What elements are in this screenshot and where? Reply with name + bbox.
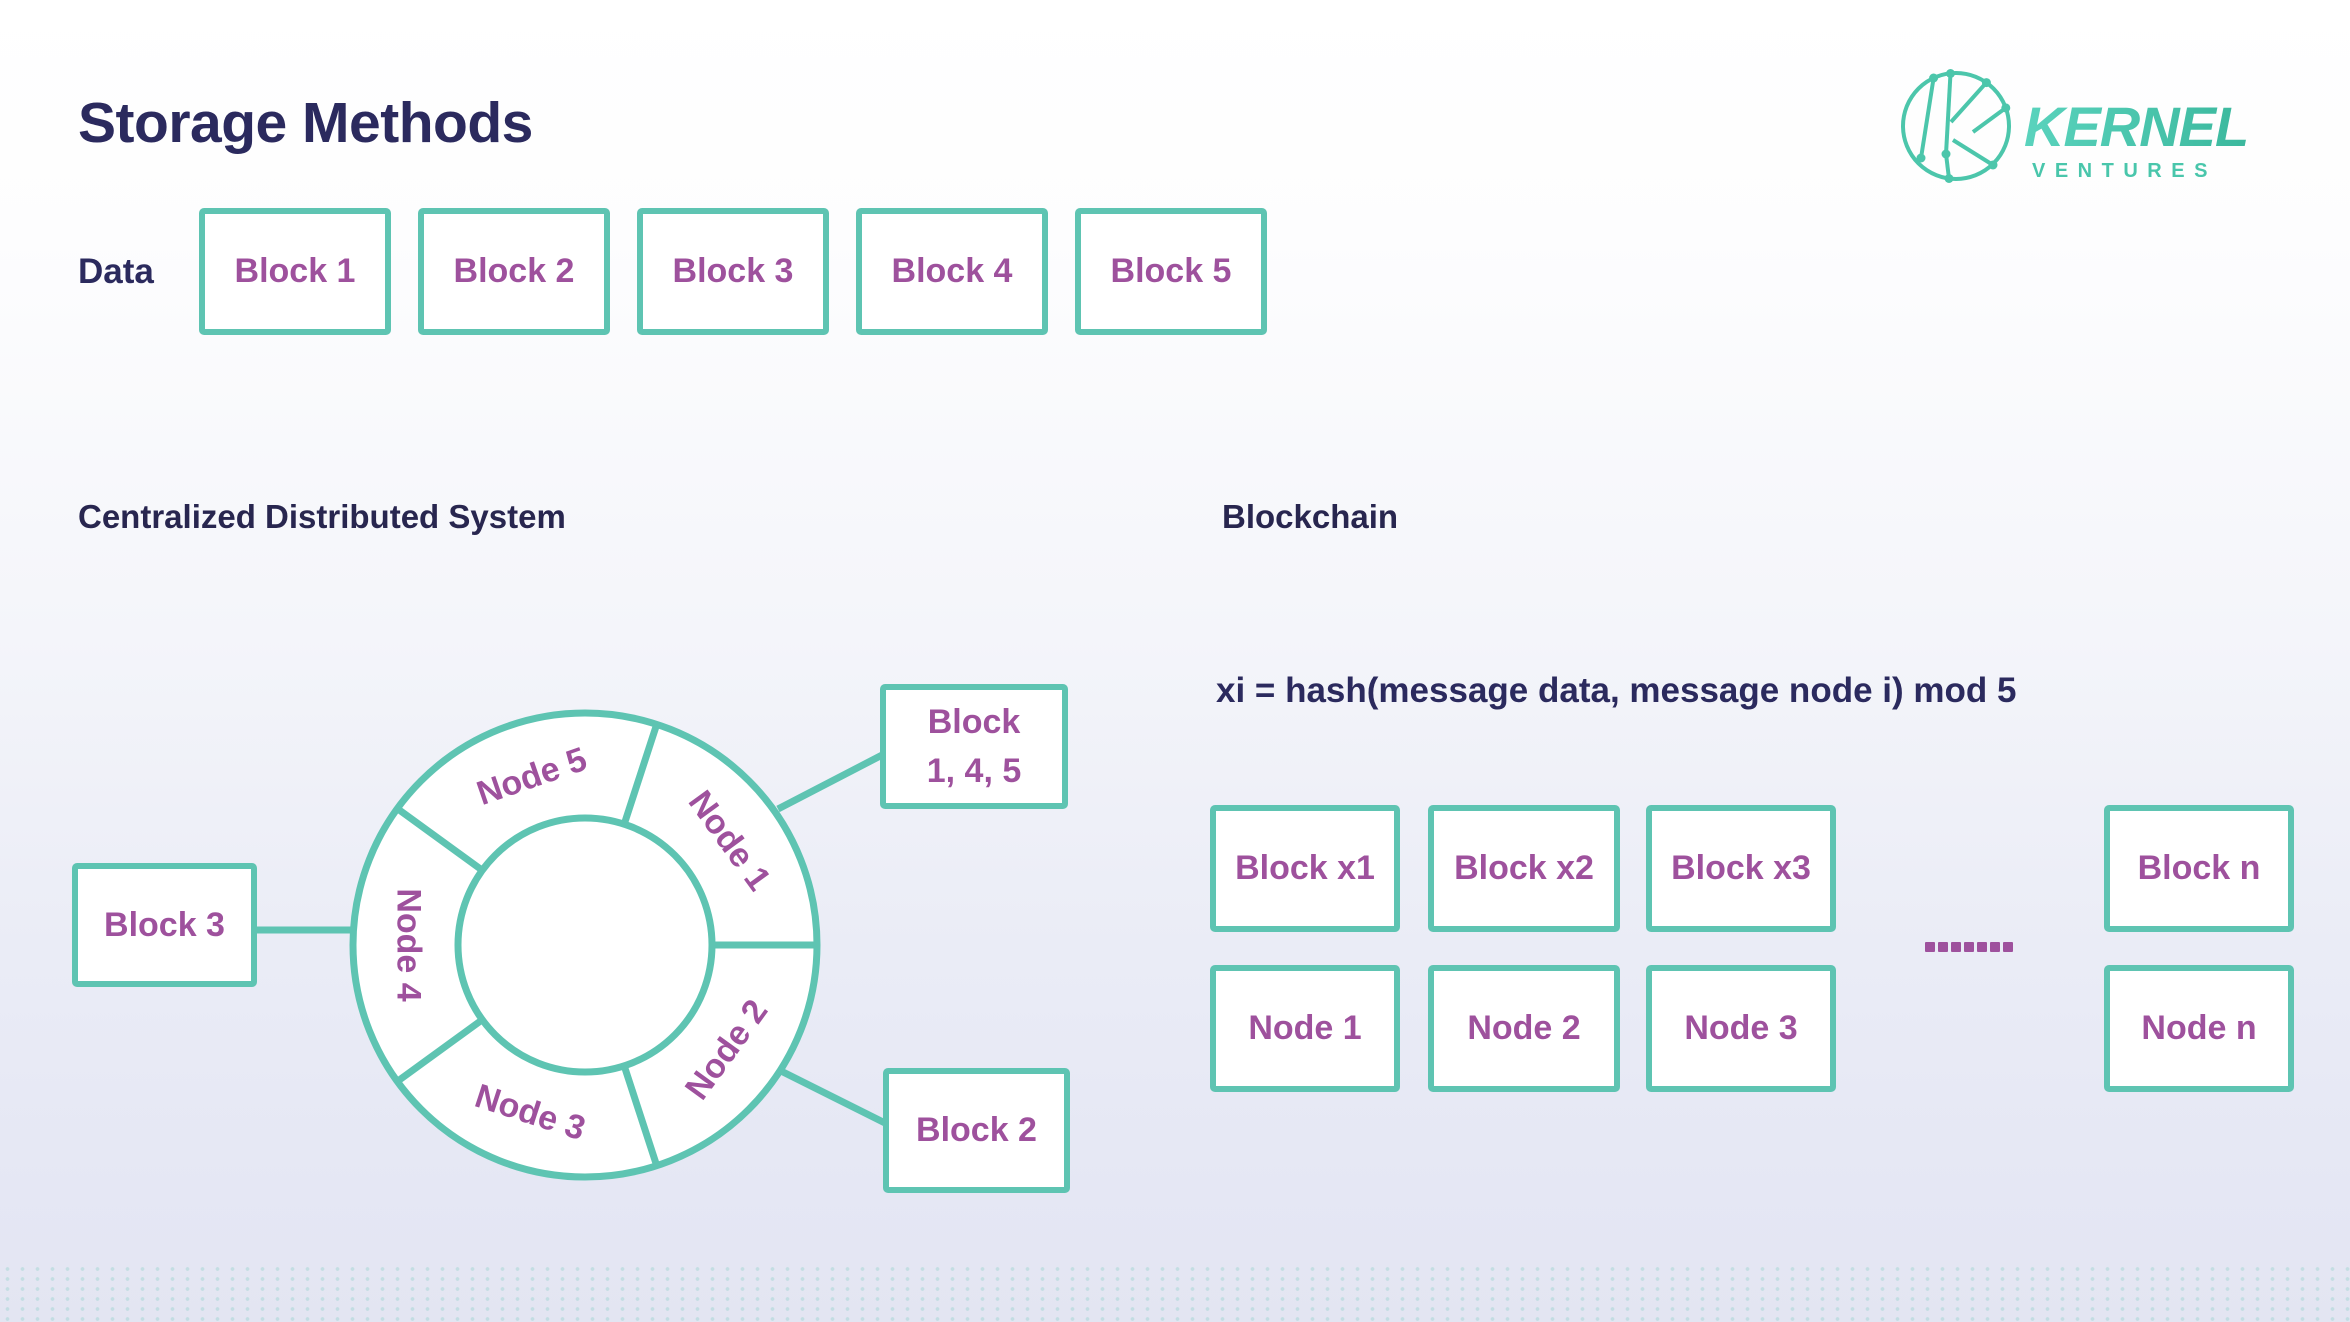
chain-block-x2-label: Block x2 (1454, 849, 1594, 888)
data-block-2-label: Block 2 (453, 252, 575, 291)
chain-block-n: Block n (2104, 805, 2294, 932)
page-title: Storage Methods (78, 91, 533, 155)
ring-divider-5 (620, 1064, 661, 1167)
data-block-3: Block 3 (637, 208, 829, 335)
ring-node-4-label: Node 4 (389, 888, 428, 1002)
connector-block2 (779, 1067, 889, 1128)
chain-node-1: Node 1 (1210, 965, 1400, 1092)
bottom-dot-texture (0, 1264, 2350, 1322)
data-row-label: Data (78, 251, 154, 291)
ring-block-3: Block 3 (72, 863, 257, 987)
chain-block-x3: Block x3 (1646, 805, 1836, 932)
kernel-logo-dots (1916, 69, 2011, 183)
kernel-logo-svg: KERNEL VENTURES (1901, 69, 2249, 183)
data-block-1: Block 1 (199, 208, 391, 335)
data-block-5: Block 5 (1075, 208, 1267, 335)
ring-block-145-line1: Block (927, 703, 1021, 742)
ring-block-2: Block 2 (883, 1068, 1070, 1193)
logo-sub-text: VENTURES (2032, 160, 2217, 182)
data-block-2: Block 2 (418, 208, 610, 335)
ring-block-3-label: Block 3 (104, 905, 225, 944)
ring-divider-4 (395, 1016, 485, 1085)
chain-node-2: Node 2 (1428, 965, 1620, 1092)
hash-formula: xi = hash(message data, message node i) … (1216, 671, 2017, 710)
data-block-1-label: Block 1 (234, 252, 356, 291)
chain-node-n: Node n (2104, 965, 2294, 1092)
ring-block-145: Block 1, 4, 5 (880, 684, 1068, 809)
ellipsis-dots (1925, 942, 2013, 952)
blockchain-heading: Blockchain (1222, 498, 1399, 535)
chain-node-3-label: Node 3 (1684, 1009, 1798, 1048)
logo-brand-text: KERNEL (2024, 95, 2248, 158)
chain-block-x1: Block x1 (1210, 805, 1400, 932)
kernel-logo-icon (1901, 71, 2011, 181)
data-block-3-label: Block 3 (672, 252, 794, 291)
ring-divider-2 (620, 723, 661, 826)
centralized-heading: Centralized Distributed System (78, 498, 566, 535)
ring-block-2-label: Block 2 (916, 1111, 1037, 1150)
chain-node-1-label: Node 1 (1248, 1009, 1362, 1048)
chain-block-x1-label: Block x1 (1235, 849, 1375, 888)
connector-block145 (776, 749, 888, 813)
ring-block-145-line2: 1, 4, 5 (926, 751, 1022, 790)
chain-node-3: Node 3 (1646, 965, 1836, 1092)
data-block-4: Block 4 (856, 208, 1048, 335)
data-block-5-label: Block 5 (1110, 252, 1232, 291)
chain-node-2-label: Node 2 (1467, 1009, 1581, 1048)
ring-inner-circle (454, 814, 716, 1076)
data-block-4-label: Block 4 (891, 252, 1013, 291)
chain-node-n-label: Node n (2141, 1009, 2257, 1048)
ring-divider-3 (395, 805, 485, 874)
chain-block-x3-label: Block x3 (1671, 849, 1811, 888)
chain-block-x2: Block x2 (1428, 805, 1620, 932)
chain-block-n-label: Block n (2137, 849, 2261, 888)
kernel-ventures-logo: KERNEL VENTURES (1893, 62, 2278, 190)
